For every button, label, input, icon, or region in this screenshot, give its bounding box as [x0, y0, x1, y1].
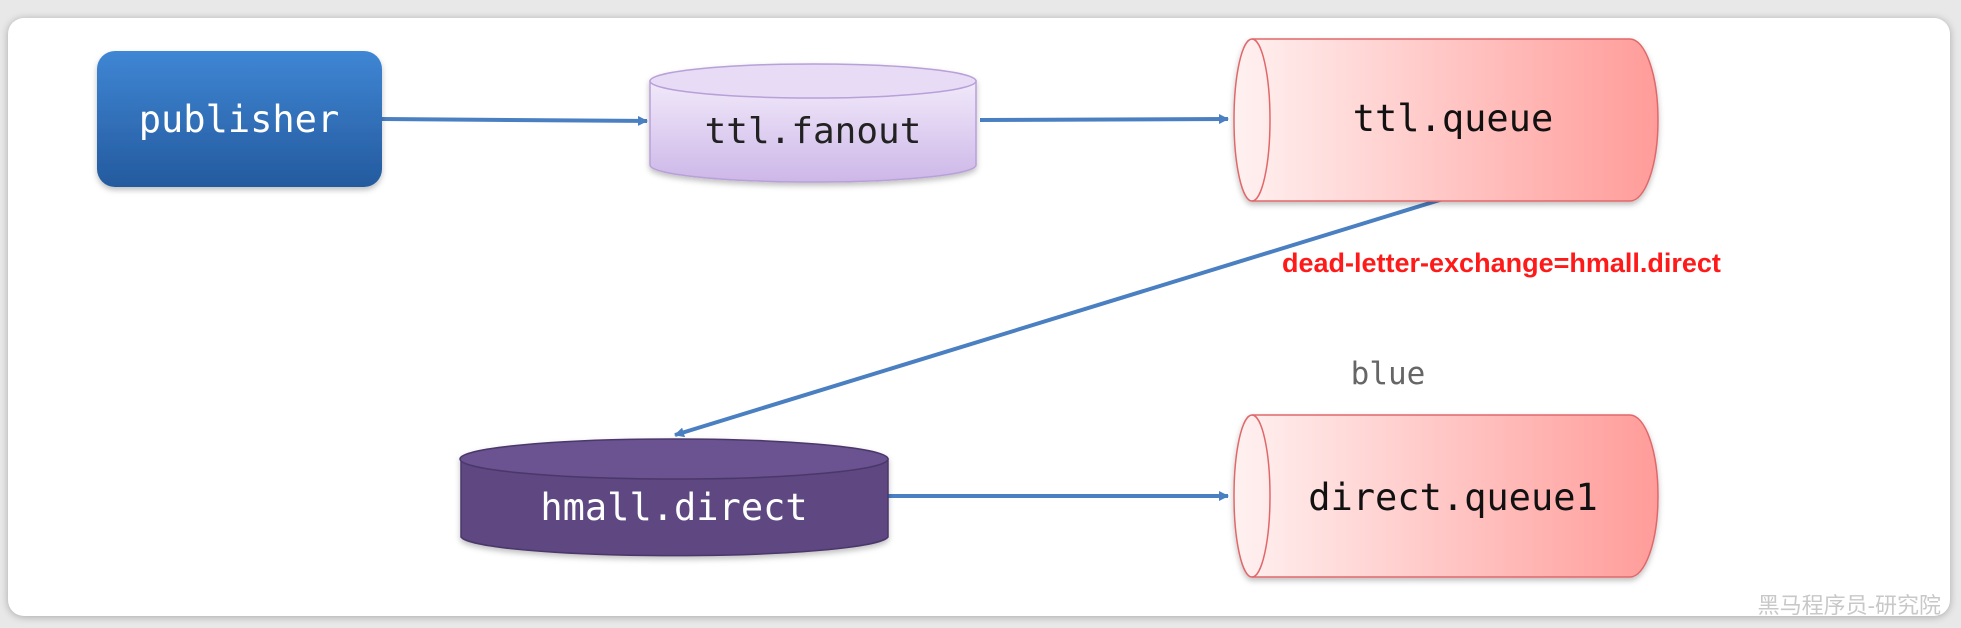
ttl-fanout-exchange: [649, 63, 977, 183]
ttl-fanout-label: ttl.fanout: [705, 111, 922, 152]
hmall-direct-exchange: [459, 438, 889, 557]
dead-letter-annotation: dead-letter-exchange=hmall.direct: [1282, 248, 1721, 278]
arrow-publisher-to-ttl-fanout: [381, 115, 648, 126]
direct-queue1-node: [1233, 414, 1659, 578]
publisher-node: [97, 51, 382, 187]
hmall-direct-label: hmall.direct: [540, 486, 807, 529]
arrow-ttl-queue-to-hmall-direct: [674, 197, 1444, 438]
ttl-queue-label: ttl.queue: [1353, 97, 1553, 140]
direct-queue1-label: direct.queue1: [1308, 476, 1598, 519]
ttl-queue-node: [1233, 38, 1659, 202]
publisher-label: publisher: [139, 98, 339, 141]
routing-key-label: blue: [1351, 356, 1426, 392]
arrow-ttl-fanout-to-ttl-queue: [979, 114, 1229, 125]
watermark: 黑马程序员-研究院: [1757, 594, 1941, 619]
